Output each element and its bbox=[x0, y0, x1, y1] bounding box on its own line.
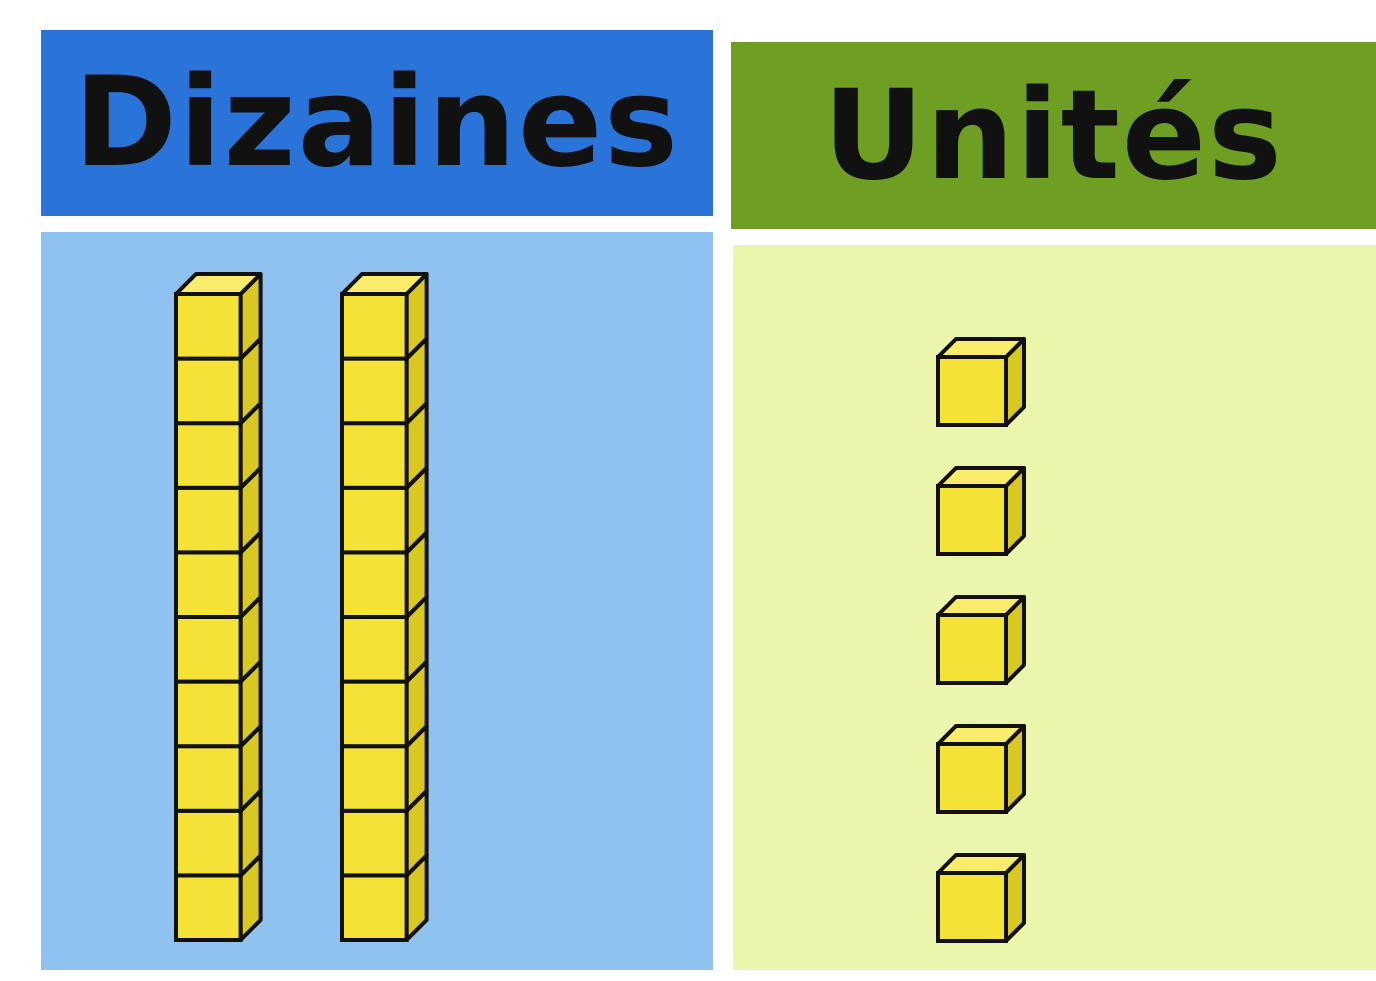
tens-header-label: Dizaines bbox=[74, 61, 680, 185]
units-header: Unités bbox=[731, 42, 1376, 229]
units-header-label: Unités bbox=[823, 74, 1284, 198]
tens-header: Dizaines bbox=[41, 30, 713, 216]
tens-panel bbox=[41, 232, 713, 970]
units-panel bbox=[733, 245, 1376, 970]
